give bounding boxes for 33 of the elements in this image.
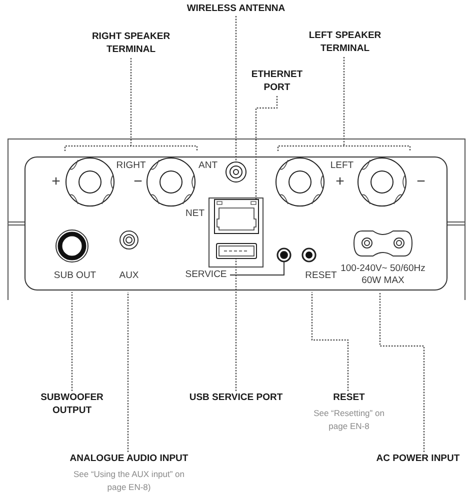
callout-heading: ETHERNET PORT [250,68,304,94]
callout-heading: RESET [333,391,365,404]
usb-port [216,243,257,259]
panel-label: ANT [198,160,218,172]
polarity-sign: + [336,174,344,189]
leader-line [312,292,348,392]
callout-heading: USB SERVICE PORT [189,391,283,404]
leader-line [230,262,284,276]
ethernet-jack [214,199,259,234]
panel-label: RESET [305,270,337,282]
polarity-sign: − [134,174,142,189]
callout-heading: LEFT SPEAKER TERMINAL [308,29,382,55]
callout-note: See “Resetting” on page EN-8 [312,407,386,433]
callout-heading: ANALOGUE AUDIO INPUT [70,452,188,465]
polarity-sign: − [416,174,426,189]
callout-heading: SUBWOOFER OUTPUT [40,391,104,417]
callout-heading: WIRELESS ANTENNA [186,2,286,15]
callout-heading: RIGHT SPEAKER TERMINAL [91,30,171,56]
panel-label: AUX [119,270,139,282]
leader-line [256,96,278,200]
panel-label: RIGHT [116,160,146,172]
leader-line [130,58,132,146]
panel-label: 100-240V~ 50/60Hz 60W MAX [340,263,426,287]
leader-line [380,292,424,452]
callout-note: See “Using the AUX input” on page EN-8) [72,468,186,494]
panel-label: SERVICE [185,269,227,281]
service-button [277,248,291,262]
antenna-connector [225,161,247,183]
panel-label: SUB OUT [54,270,96,282]
panel-label: NET [186,208,204,220]
panel-label: LEFT [330,160,354,172]
callout-heading: AC POWER INPUT [376,452,460,465]
polarity-sign: + [52,174,60,189]
